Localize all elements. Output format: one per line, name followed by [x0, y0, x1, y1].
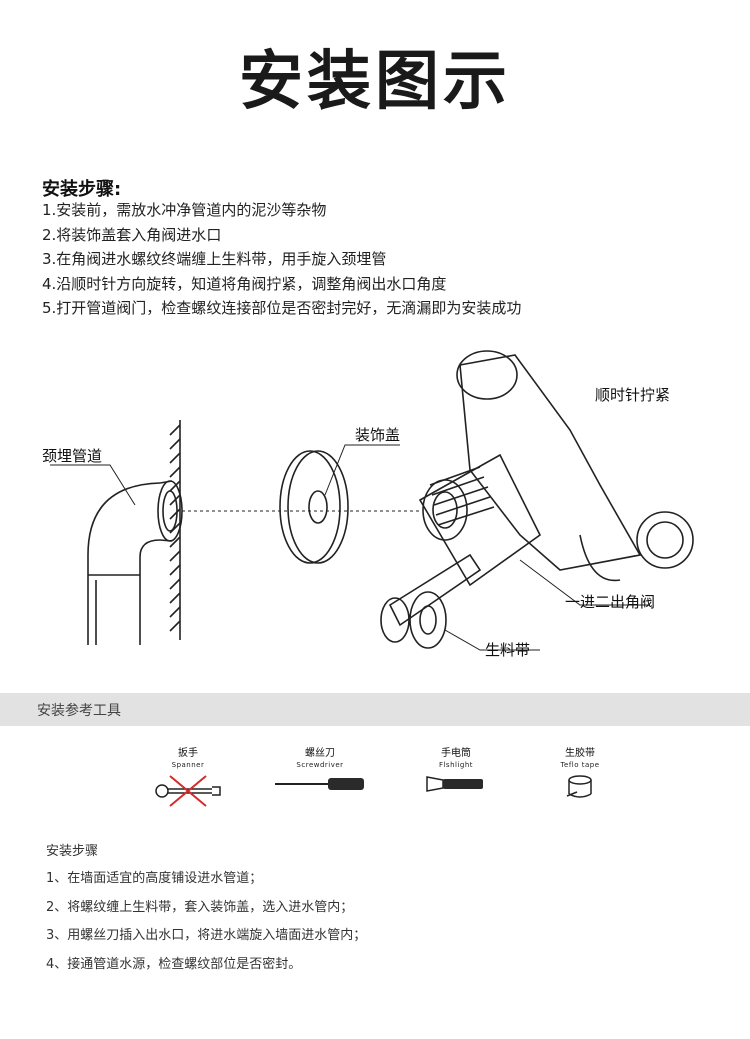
tool-spanner: 扳手 Spanner: [128, 748, 248, 808]
tool-name-en: Screwdriver: [296, 761, 344, 769]
tool-name-en: Teflo tape: [560, 761, 600, 769]
tool-name-en: Flshlight: [438, 761, 474, 769]
tool-screwdriver: 螺丝刀 Screwdriver: [260, 748, 380, 794]
note-item: 4、接通管道水源，检查螺纹部位是否密封。: [46, 956, 302, 972]
screwdriver-icon: [275, 778, 364, 790]
note-item: 3、用螺丝刀插入出水口，将进水端旋入墙面进水管内；: [46, 928, 367, 943]
step-item: 5.打开管道阀门，检查螺纹连接部位是否密封完好，无滴漏即为安装成功: [42, 299, 522, 317]
tool-name-cn: 螺丝刀: [305, 748, 335, 759]
note-item: 1、在墙面适宜的高度铺设进水管道；: [46, 871, 263, 886]
step-item: 3.在角阀进水螺纹终端缠上生料带，用手旋入颈埋管: [42, 250, 387, 268]
label-clockwise: 顺时针拧紧: [595, 386, 670, 404]
decorative-cover: [279, 450, 349, 564]
notes-heading: 安装步骤: [46, 844, 99, 859]
teflon-tape-icon: [566, 775, 592, 798]
tools-heading: 安装参考工具: [37, 703, 121, 719]
steps-heading: 安装步骤:: [42, 179, 122, 200]
installation-diagram: 颈埋管道 装饰盖 顺时针拧紧 一进二出角阀 生料带: [42, 350, 694, 659]
label-pipe: 颈埋管道: [42, 447, 102, 465]
angle-valve: [418, 350, 694, 587]
tool-name-cn: 生胶带: [565, 748, 595, 759]
tools-section-bar: 安装参考工具: [0, 693, 750, 726]
step-item: 4.沿顺时针方向旋转，知道将角阀拧紧，调整角阀出水口角度: [42, 274, 447, 293]
note-item: 2、将螺纹缠上生料带，套入装饰盖，选入进水管内；: [46, 899, 354, 915]
tool-flashlight: 手电筒 Flshlight: [396, 748, 516, 794]
teflon-tape: [380, 553, 482, 649]
tool-name-cn: 手电筒: [441, 748, 471, 759]
tool-name-cn: 扳手: [178, 748, 198, 759]
tool-teflon-tape: 生胶带 Teflo tape: [520, 748, 640, 800]
page-title: 安装图示: [239, 45, 511, 119]
embedded-pipe: [87, 480, 183, 645]
leader-lines: [50, 444, 650, 651]
notes-list: 1、在墙面适宜的高度铺设进水管道； 2、将螺纹缠上生料带，套入装饰盖，选入进水管…: [46, 865, 366, 979]
label-tape: 生料带: [485, 641, 530, 659]
spanner-crossed-icon: [155, 775, 221, 807]
tools-row: 扳手 Spanner 螺丝刀 Screwdriver 手电筒 Flshlight…: [0, 748, 750, 808]
label-valve: 一进二出角阀: [565, 593, 655, 611]
step-item: 1.安装前，需放水冲净管道内的泥沙等杂物: [42, 201, 327, 219]
label-cover: 装饰盖: [355, 426, 400, 444]
flashlight-icon: [426, 776, 483, 792]
tool-name-en: Spanner: [171, 761, 205, 769]
steps-list: 1.安装前，需放水冲净管道内的泥沙等杂物 2.将装饰盖套入角阀进水口 3.在角阀…: [42, 198, 521, 321]
step-item: 2.将装饰盖套入角阀进水口: [42, 225, 222, 244]
